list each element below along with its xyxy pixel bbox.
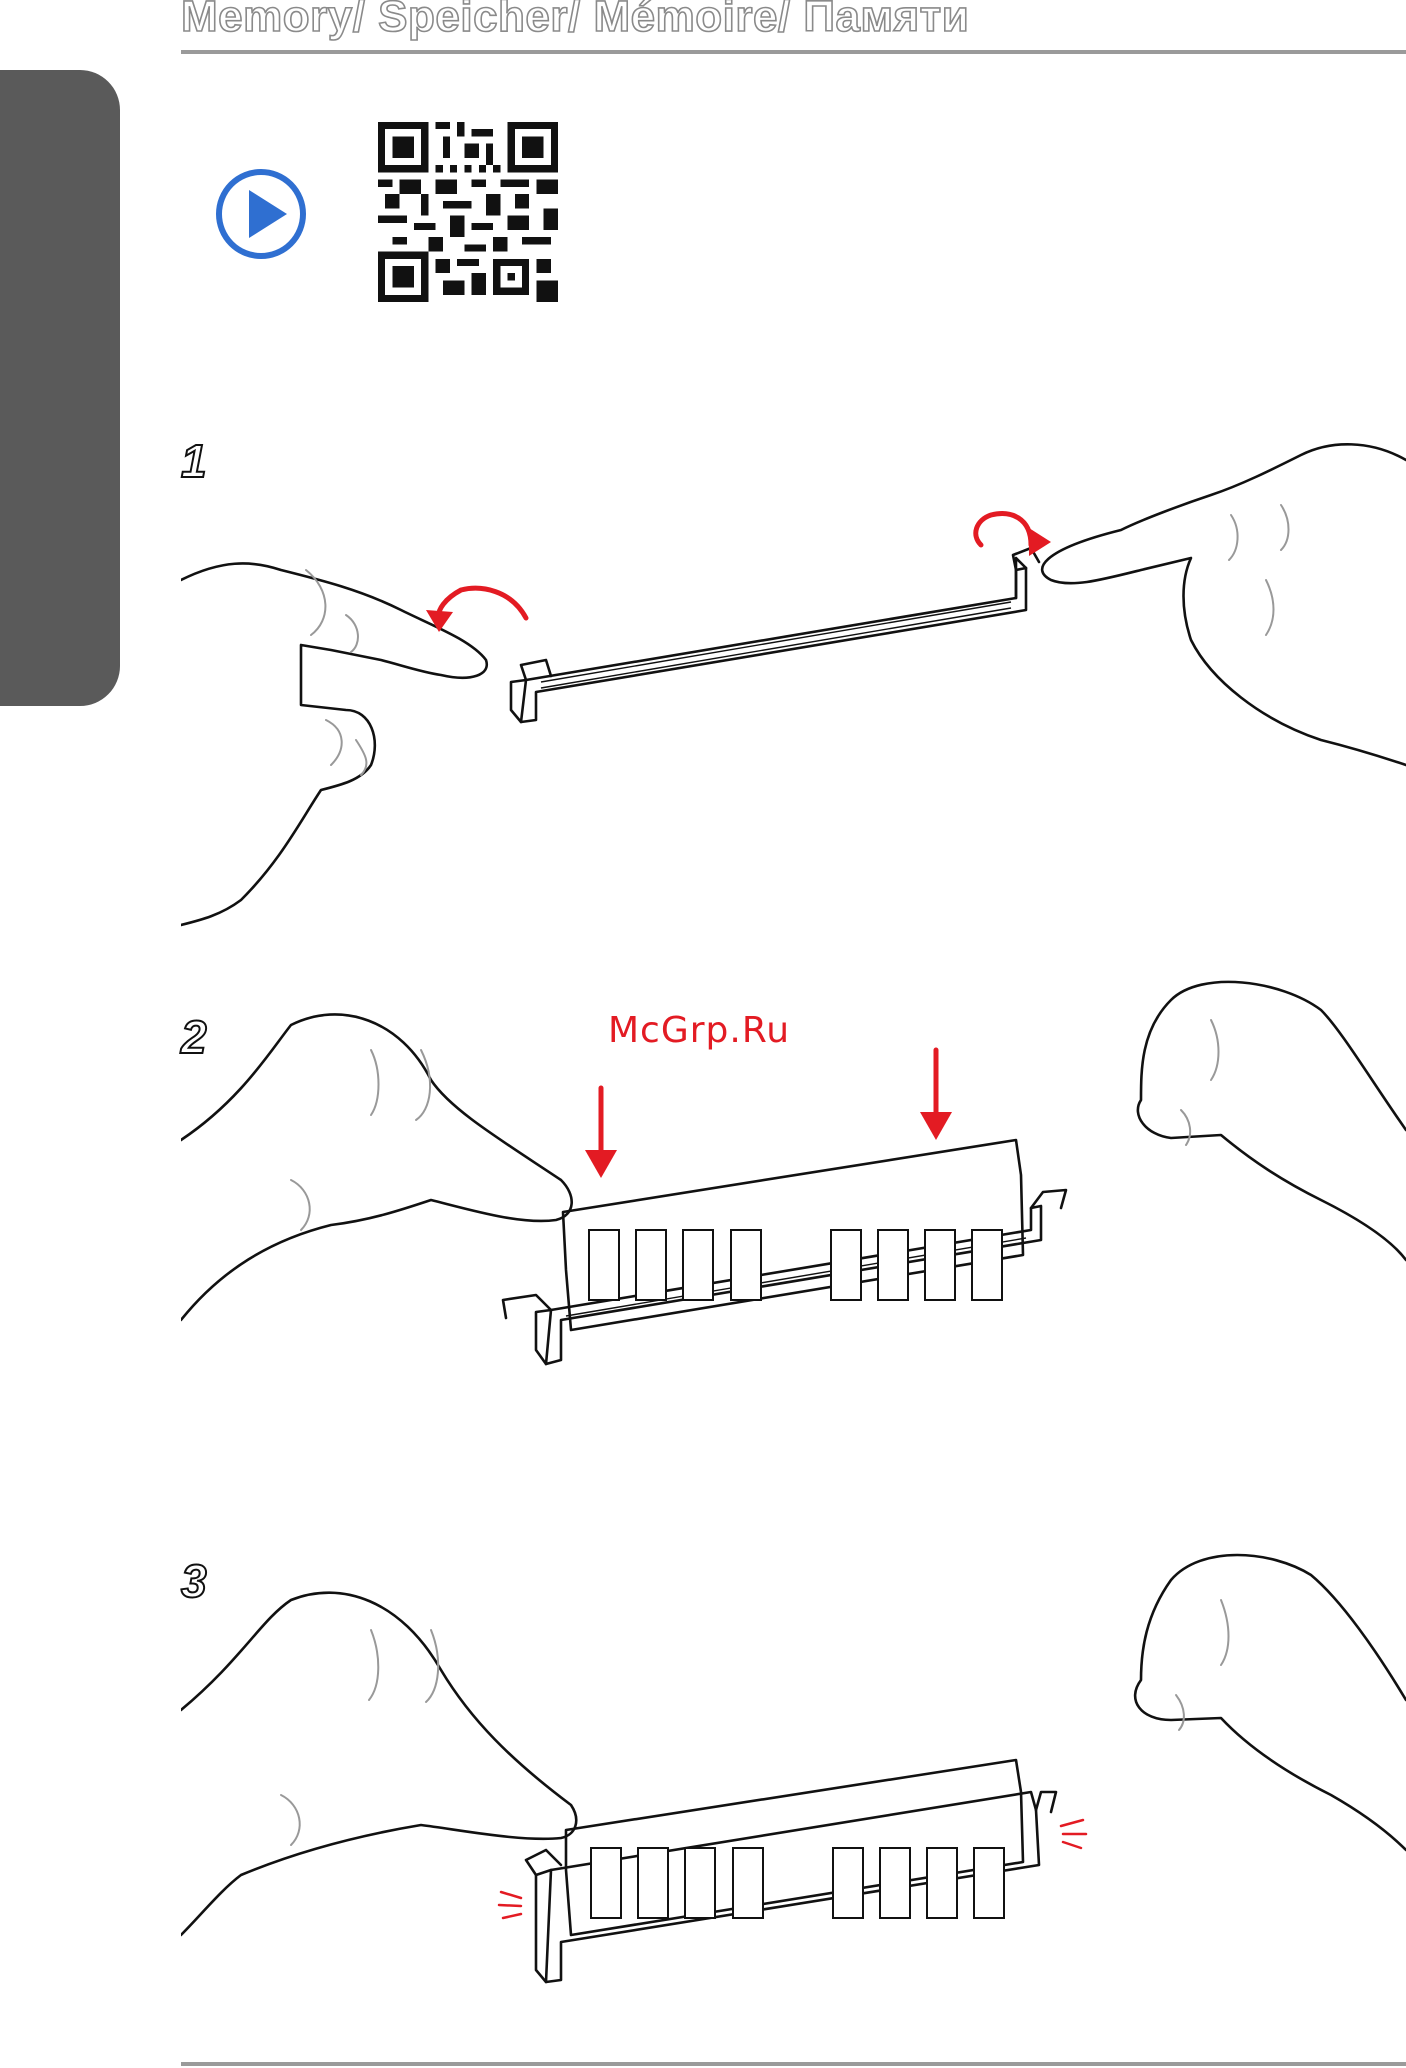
footer-divider <box>181 2062 1406 2066</box>
watermark: McGrp.Ru <box>608 1010 790 1051</box>
step-1-illustration <box>181 420 1406 940</box>
qr-code[interactable] <box>378 122 558 302</box>
side-tab <box>0 70 120 706</box>
header-divider <box>181 50 1406 54</box>
step-2-illustration <box>181 940 1406 1420</box>
play-circle-icon[interactable] <box>213 166 309 262</box>
dimm-slot <box>511 548 1039 722</box>
step-3-illustration <box>181 1530 1406 2030</box>
page-title: Memory/ Speicher/ Mémoire/ Памяти <box>181 0 969 42</box>
